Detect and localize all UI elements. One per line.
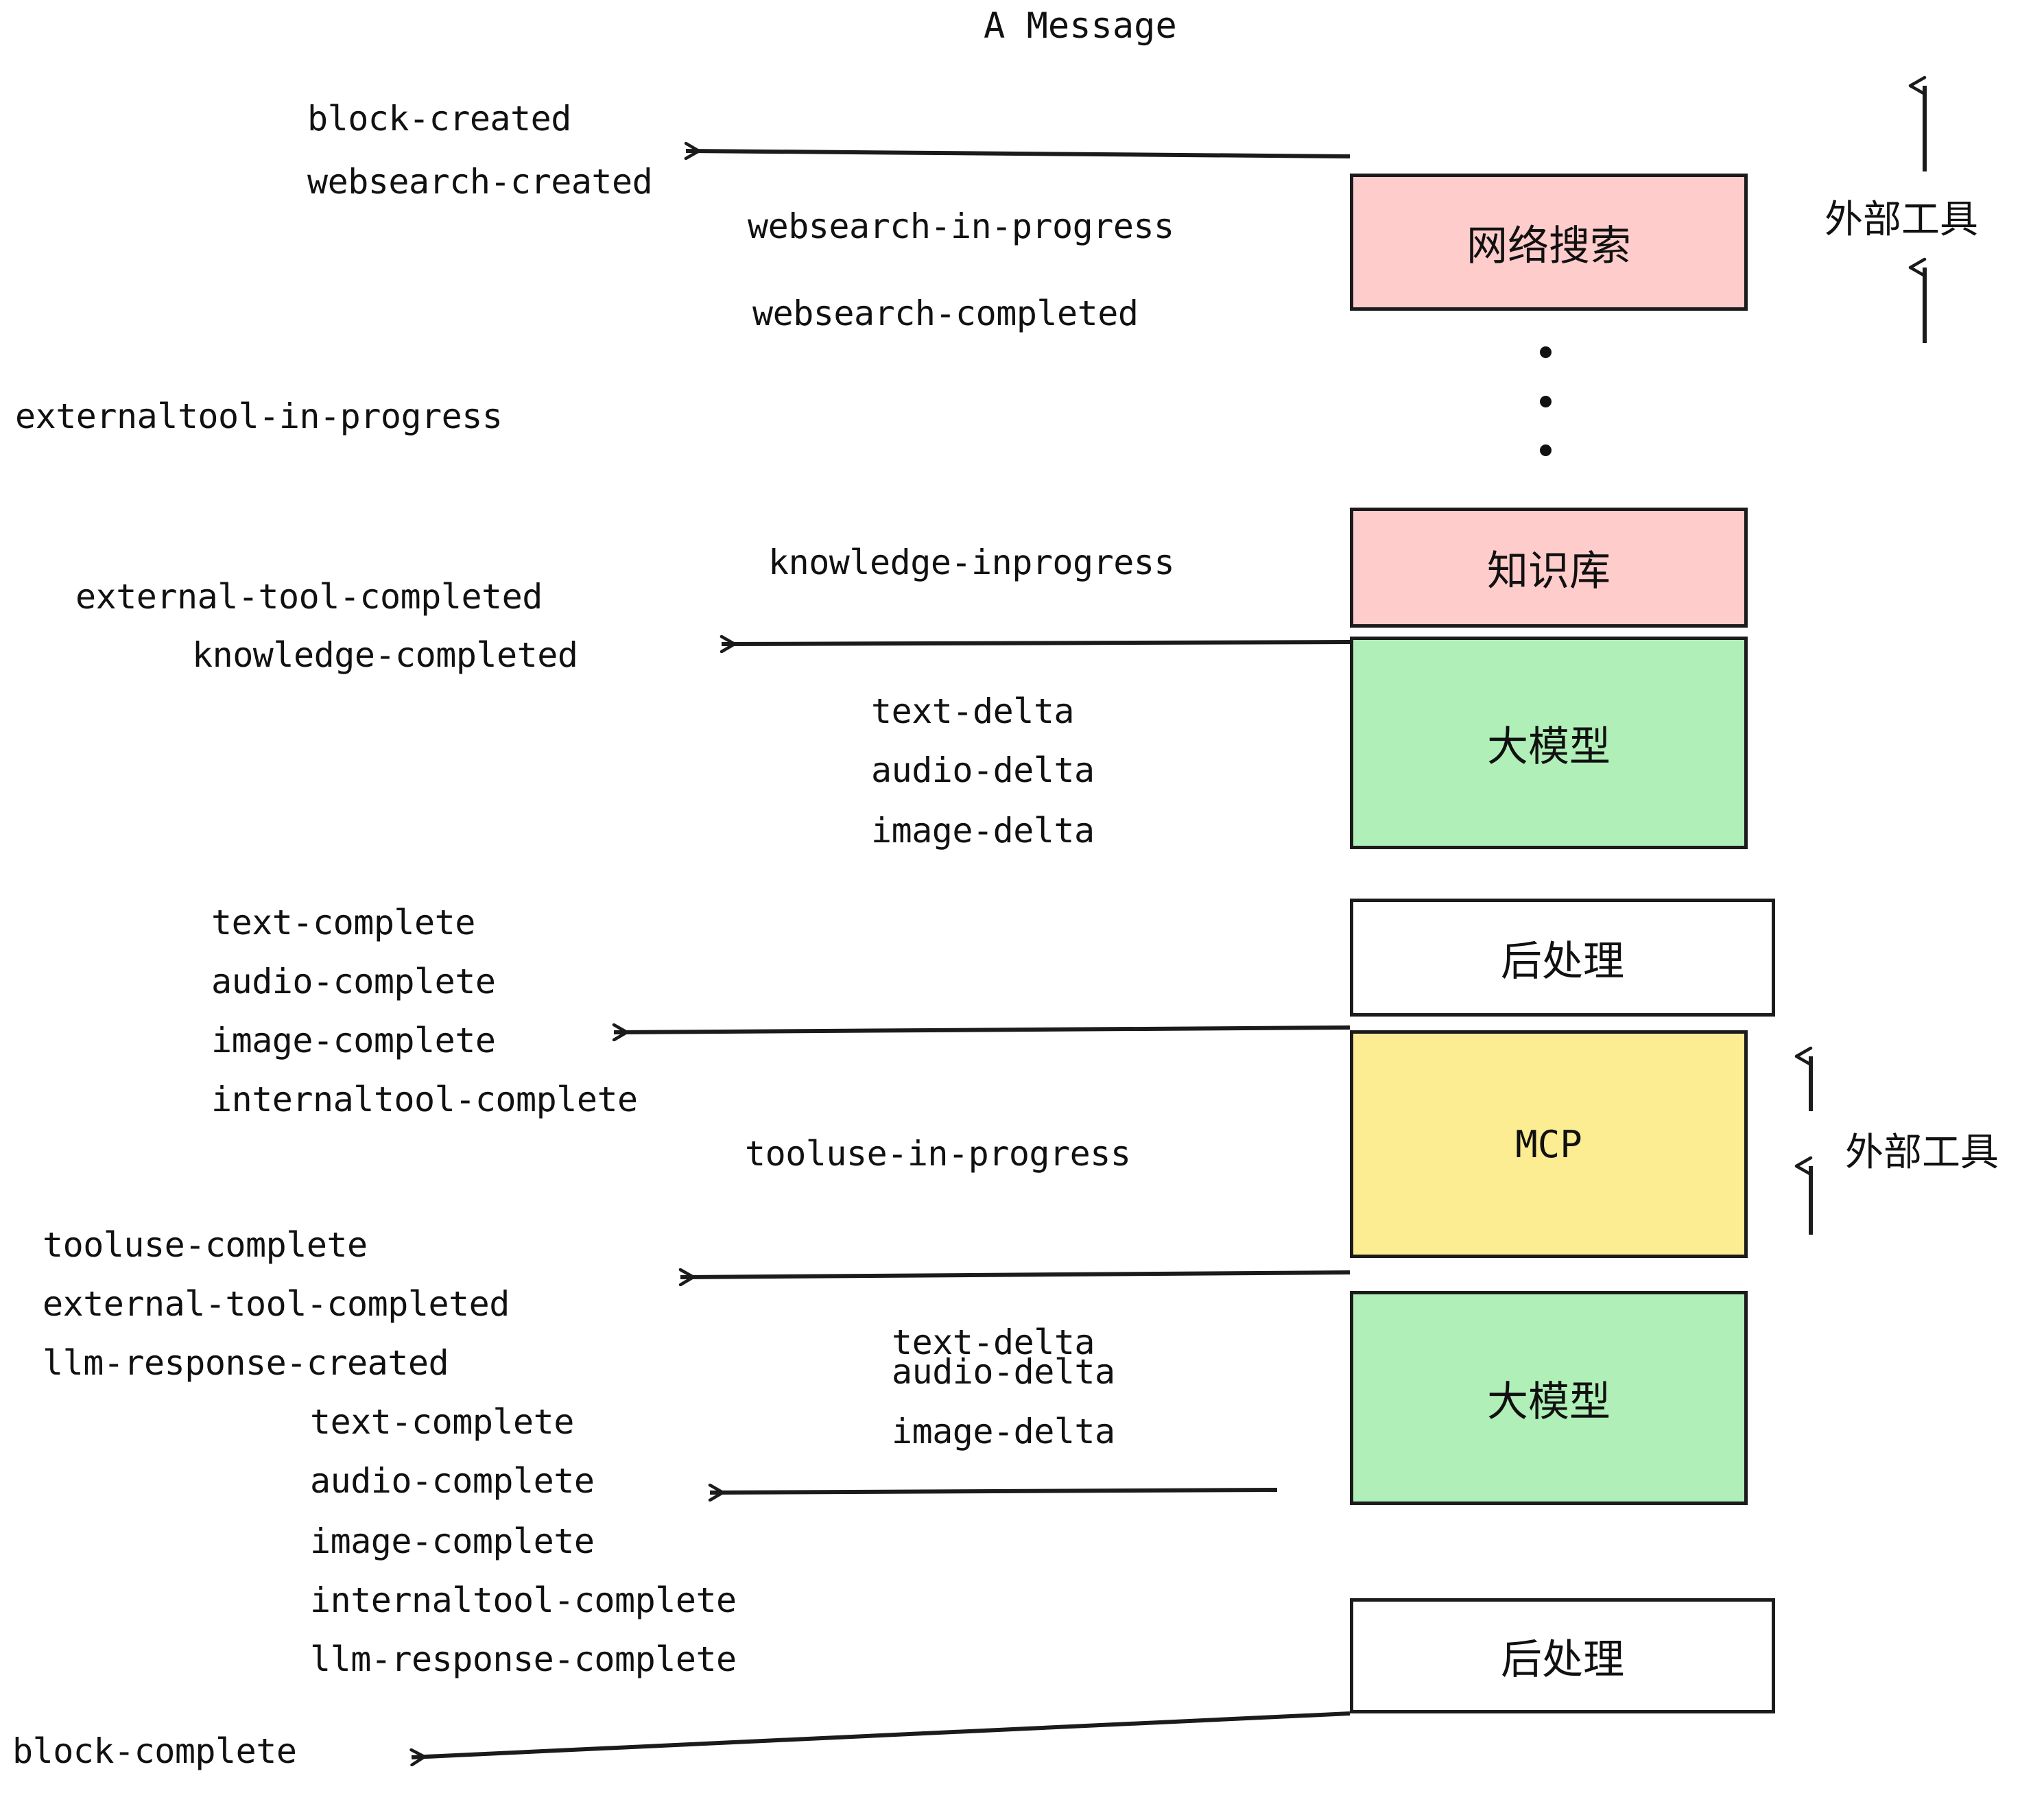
event-text-delta-2: text-delta — [892, 1322, 1095, 1362]
event-image-complete-2: image-complete — [310, 1521, 595, 1561]
node-postprocess-1[interactable]: 后处理 — [1350, 899, 1775, 1017]
event-websearch-created: websearch-created — [307, 162, 653, 202]
page-title: A Message — [984, 5, 1177, 47]
node-websearch-label: 网络搜索 — [1466, 222, 1631, 270]
arrow-block-complete — [412, 1711, 1351, 1757]
event-internaltool-complete-1: internaltool-complete — [211, 1080, 638, 1119]
event-audio-complete-2: audio-complete — [310, 1461, 595, 1501]
event-internaltool-complete-2: internaltool-complete — [310, 1580, 737, 1620]
arrow-tooluse-complete — [680, 1272, 1351, 1277]
ellipsis-dot — [1539, 346, 1552, 358]
event-llm-response-complete: llm-response-complete — [310, 1639, 737, 1679]
node-knowledge[interactable]: 知识库 — [1350, 508, 1748, 628]
side-label-external-tools-top: 外部工具 — [1825, 198, 1978, 242]
event-tooluse-complete: tooluse-complete — [43, 1225, 368, 1265]
arrow-audio-complete — [710, 1490, 1278, 1493]
event-text-complete-2: text-complete — [310, 1402, 574, 1442]
event-image-delta-1: image-delta — [871, 811, 1095, 851]
node-postprocess-2-label: 后处理 — [1501, 1635, 1624, 1684]
ellipsis-dot — [1539, 395, 1552, 407]
node-llm-1-label: 大模型 — [1487, 722, 1611, 771]
arrow-block-created — [686, 151, 1351, 156]
vertical-ellipsis-icon — [1538, 346, 1552, 456]
event-websearch-in-progress: websearch-in-progress — [748, 206, 1174, 246]
node-postprocess-2[interactable]: 后处理 — [1350, 1598, 1775, 1713]
event-knowledge-inprogress: knowledge-inprogress — [768, 543, 1175, 582]
event-external-tool-completed-2: external-tool-completed — [43, 1284, 510, 1324]
node-llm-2[interactable]: 大模型 — [1350, 1291, 1748, 1505]
event-audio-complete-1: audio-complete — [211, 962, 496, 1001]
event-tooluse-in-progress: tooluse-in-progress — [745, 1134, 1131, 1174]
event-text-delta-1: text-delta — [871, 691, 1075, 731]
event-image-delta-2: image-delta — [892, 1412, 1115, 1451]
event-llm-response-created: llm-response-created — [43, 1343, 449, 1383]
event-externaltool-in-progress: externaltool-in-progress — [15, 396, 503, 436]
node-postprocess-1-label: 后处理 — [1501, 937, 1624, 986]
arrow-knowledge-completed — [722, 642, 1351, 644]
side-label-external-tools-bottom: 外部工具 — [1845, 1130, 1999, 1175]
node-knowledge-label: 知识库 — [1487, 547, 1611, 595]
event-block-complete: block-complete — [12, 1731, 297, 1771]
arrow-image-complete — [614, 1028, 1351, 1032]
event-image-complete-1: image-complete — [211, 1021, 496, 1060]
event-audio-delta-1: audio-delta — [871, 750, 1095, 790]
event-text-complete-1: text-complete — [211, 903, 475, 942]
node-mcp[interactable]: MCP — [1350, 1030, 1748, 1258]
event-websearch-completed: websearch-completed — [752, 294, 1139, 333]
event-block-created: block-created — [307, 99, 571, 139]
node-llm-2-label: 大模型 — [1487, 1377, 1611, 1426]
node-llm-1[interactable]: 大模型 — [1350, 637, 1748, 849]
node-mcp-label: MCP — [1515, 1122, 1582, 1166]
event-audio-delta-2: audio-delta — [892, 1352, 1115, 1392]
event-knowledge-completed: knowledge-completed — [192, 635, 578, 675]
node-websearch[interactable]: 网络搜索 — [1350, 174, 1748, 311]
event-external-tool-completed-1: external-tool-completed — [75, 577, 543, 617]
ellipsis-dot — [1539, 444, 1552, 456]
